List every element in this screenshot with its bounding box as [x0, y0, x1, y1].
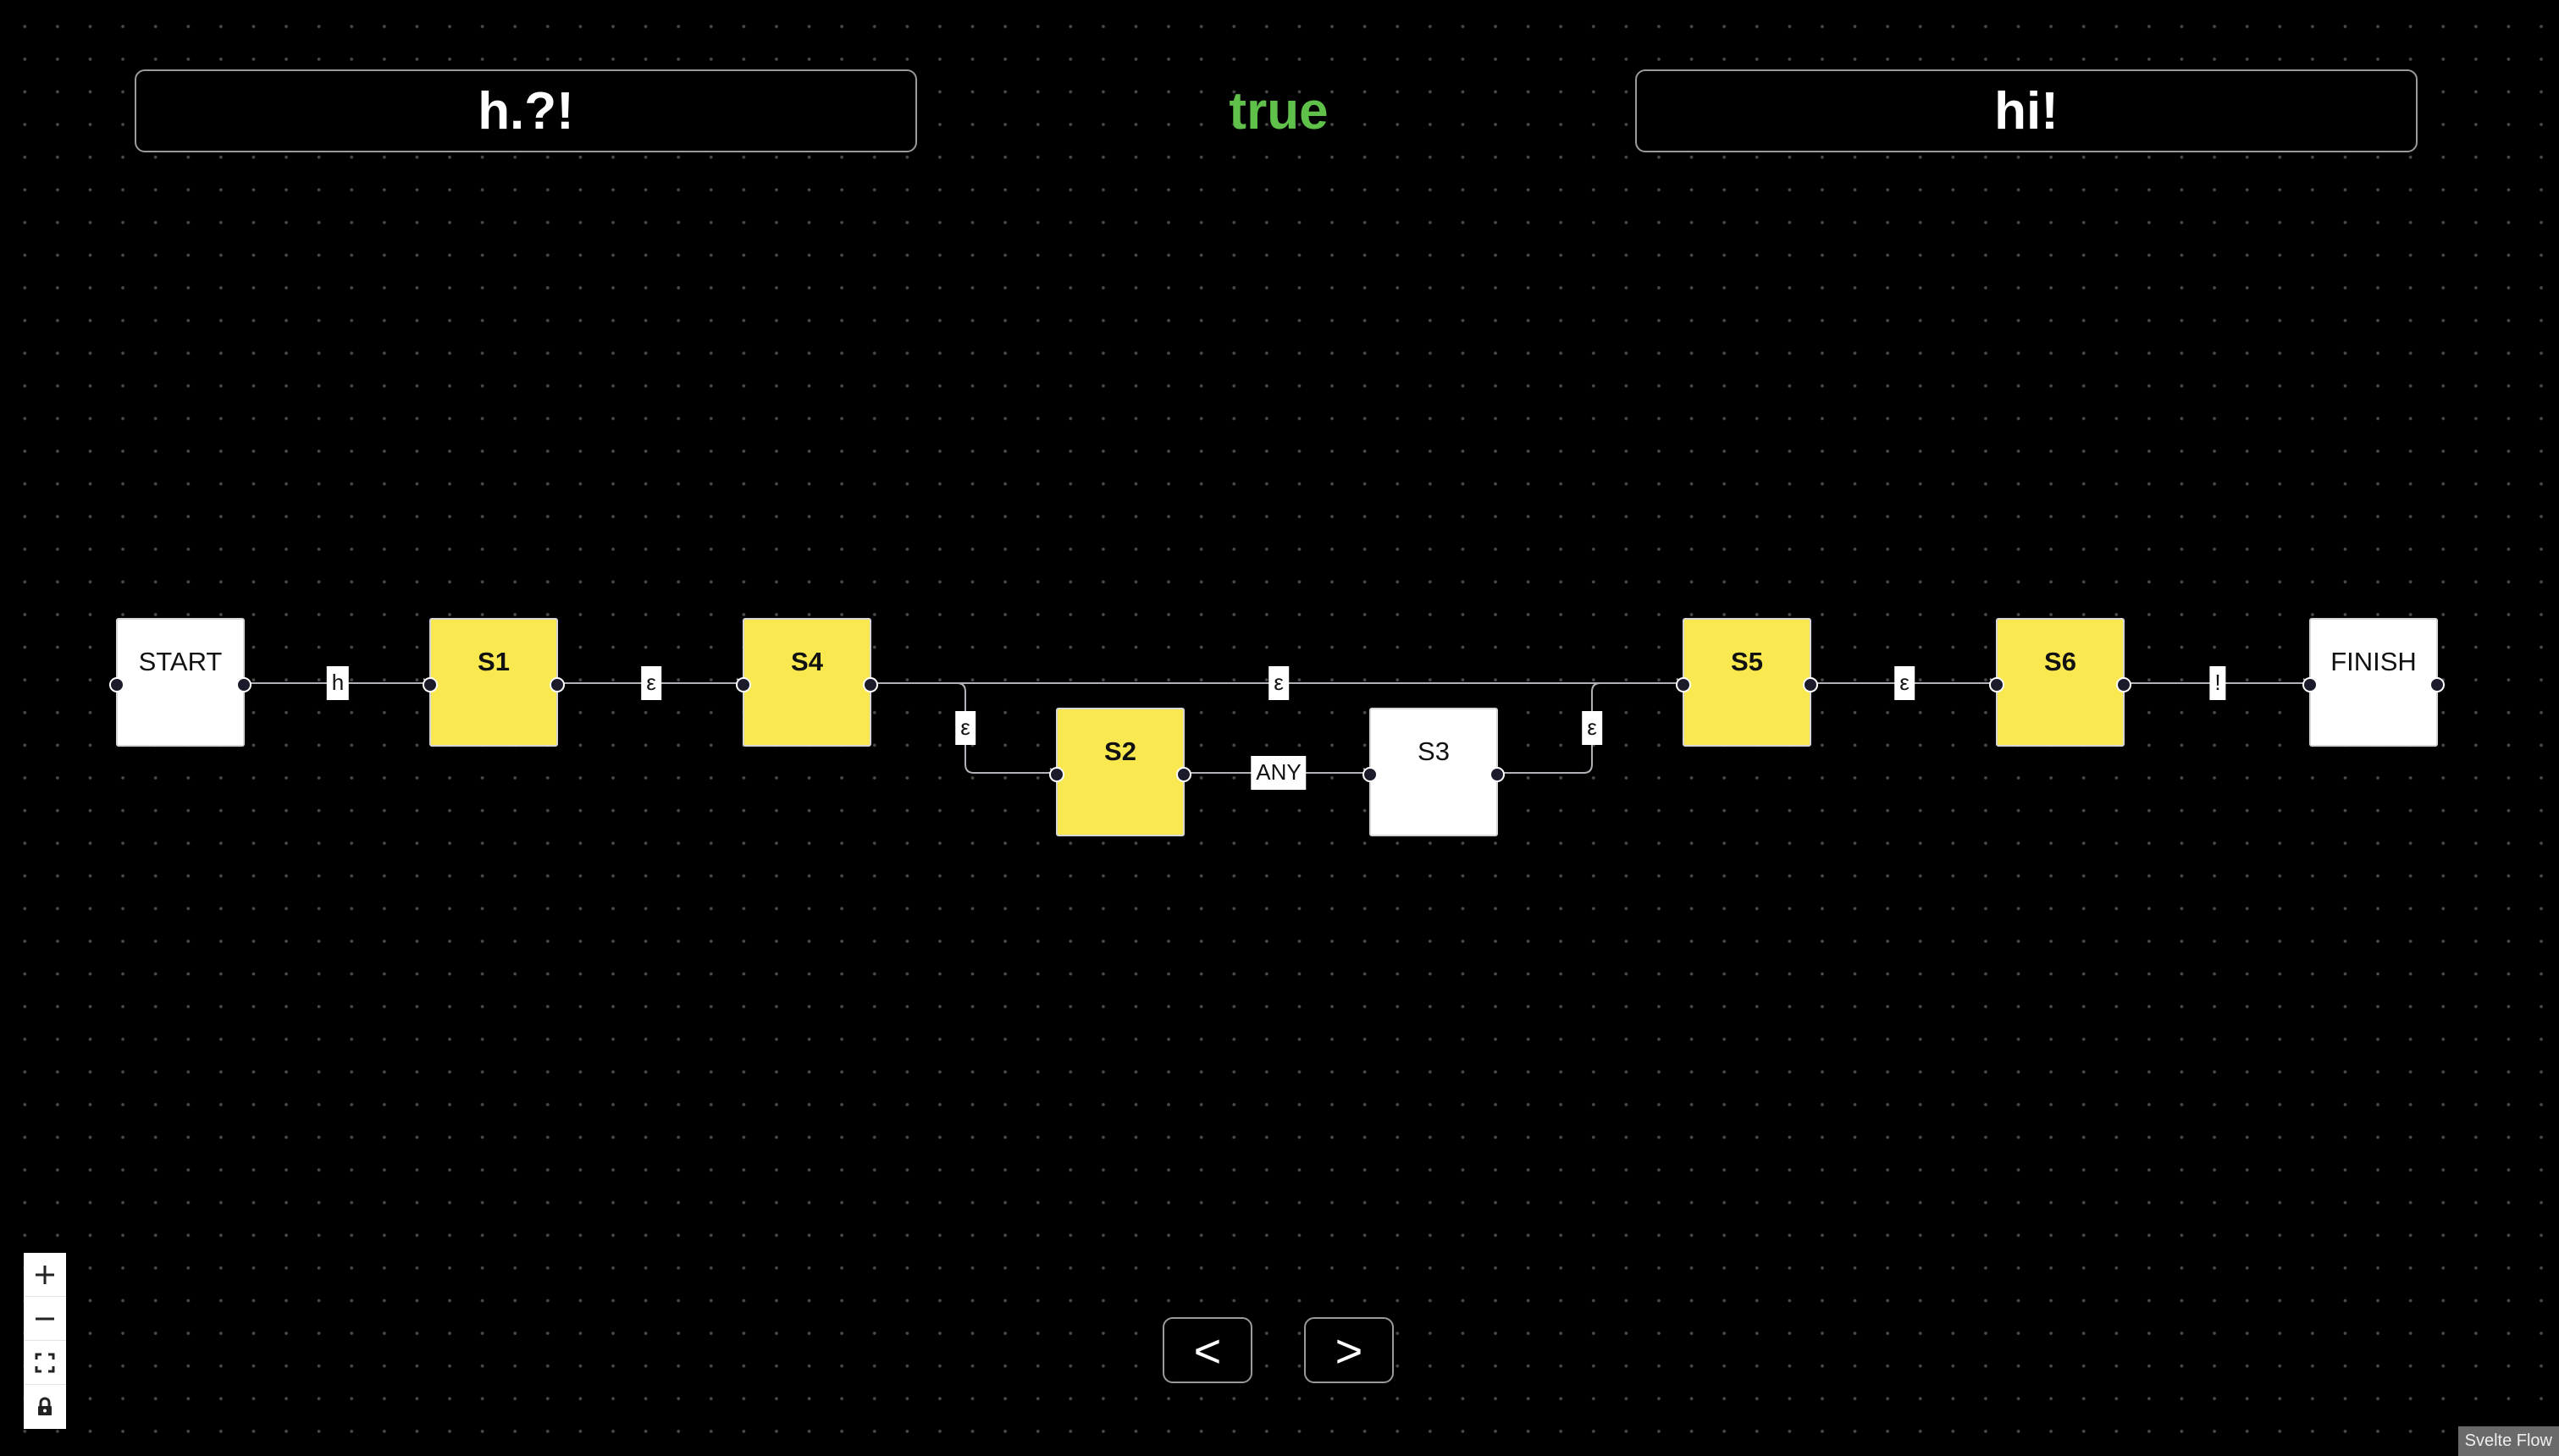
node-label: S2: [1104, 736, 1136, 766]
node-s2[interactable]: S2: [1049, 708, 1191, 836]
target-handle[interactable]: [423, 677, 438, 692]
target-handle[interactable]: [1049, 767, 1064, 782]
flow-controls: [24, 1253, 66, 1429]
target-handle[interactable]: [1989, 677, 2004, 692]
source-handle[interactable]: [550, 677, 565, 692]
node-label: FINISH: [2330, 647, 2417, 676]
target-handle[interactable]: [736, 677, 751, 692]
target-handle[interactable]: [2302, 677, 2318, 692]
zoom-in-button[interactable]: [24, 1253, 66, 1297]
match-result: true: [1229, 82, 1329, 141]
node-label: S4: [791, 647, 823, 676]
node-label: S6: [2044, 647, 2076, 676]
minus-icon: [36, 1317, 54, 1320]
attribution-link[interactable]: Svelte Flow: [2457, 1426, 2559, 1456]
edge-label[interactable]: ε: [1582, 711, 1602, 745]
previous-step-button[interactable]: <: [1163, 1317, 1252, 1383]
target-handle[interactable]: [109, 677, 124, 692]
plus-icon: [36, 1265, 54, 1284]
source-handle[interactable]: [863, 677, 878, 692]
source-handle[interactable]: [236, 677, 251, 692]
source-handle[interactable]: [2116, 677, 2131, 692]
lock-button[interactable]: [24, 1385, 66, 1429]
source-handle[interactable]: [2429, 677, 2445, 692]
lock-icon: [38, 1397, 52, 1415]
fit-view-button[interactable]: [24, 1341, 66, 1385]
node-finish[interactable]: FINISH: [2302, 618, 2445, 747]
node-label: S1: [478, 647, 510, 676]
edge-label[interactable]: ANY: [1251, 756, 1307, 790]
node-label: S5: [1731, 647, 1763, 676]
edge-label[interactable]: ε: [955, 711, 976, 745]
target-handle[interactable]: [1362, 767, 1378, 782]
source-handle[interactable]: [1176, 767, 1191, 782]
pattern-text: h.?!: [478, 81, 574, 141]
node-s5[interactable]: S5: [1676, 618, 1818, 747]
node-s4[interactable]: S4: [736, 618, 878, 747]
edge-label[interactable]: !: [2209, 666, 2226, 700]
node-s1[interactable]: S1: [423, 618, 565, 747]
fit-view-icon: [35, 1353, 55, 1372]
source-handle[interactable]: [1490, 767, 1505, 782]
edge-label[interactable]: ε: [1268, 666, 1289, 700]
zoom-out-button[interactable]: [24, 1297, 66, 1341]
target-handle[interactable]: [1676, 677, 1691, 692]
edge-label[interactable]: ε: [641, 666, 661, 700]
edge-label[interactable]: ε: [1894, 666, 1915, 700]
input-text: hi!: [1994, 81, 2059, 141]
source-handle[interactable]: [1803, 677, 1818, 692]
node-s6[interactable]: S6: [1989, 618, 2131, 747]
edge-label[interactable]: h: [326, 666, 350, 700]
node-label: START: [138, 647, 223, 676]
input-display: hi!: [1635, 69, 2418, 152]
node-s3[interactable]: S3: [1362, 708, 1505, 836]
pattern-display: h.?!: [135, 69, 917, 152]
node-label: S3: [1418, 736, 1450, 766]
node-start[interactable]: START: [109, 618, 251, 747]
next-step-button[interactable]: >: [1304, 1317, 1394, 1383]
